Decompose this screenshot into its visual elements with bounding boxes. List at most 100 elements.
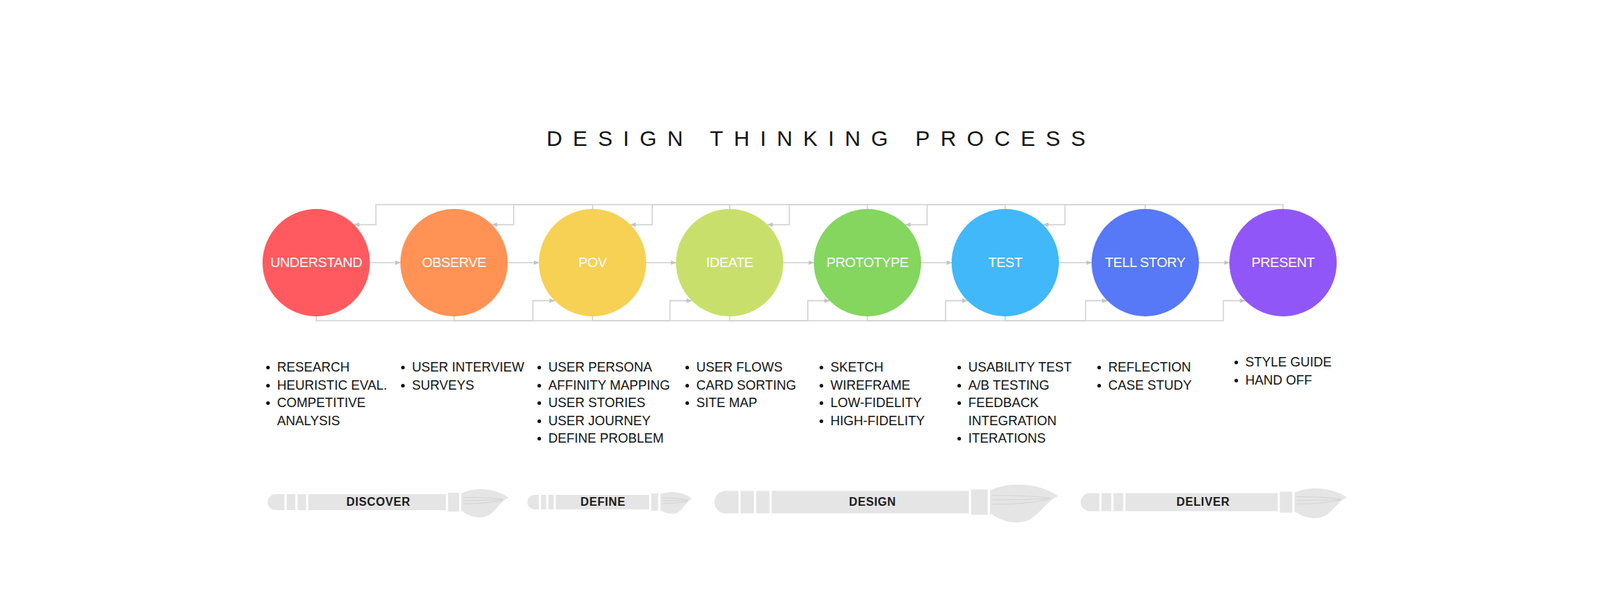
list-item: REFLECTION <box>1097 358 1232 377</box>
circle-fill <box>813 208 922 317</box>
activity-label: DEFINE PROBLEM <box>548 430 664 446</box>
activity-label: REFLECTION <box>1108 359 1191 375</box>
brush-strand <box>463 496 503 499</box>
bullet-dot <box>537 365 542 370</box>
bullet-dot <box>957 401 962 405</box>
list-item: SURVEYS <box>401 376 536 395</box>
brush-ferrule <box>968 489 991 515</box>
bullet-dot <box>685 365 690 370</box>
flow-connector <box>1058 261 1092 264</box>
activity-label: SKETCH <box>830 359 884 375</box>
phase-brush: DEFINE <box>527 490 692 514</box>
activity-label: USER JOURNEY <box>548 413 651 428</box>
activity-list: USABILITY TESTA/B TESTINGFEEDBACK INTEGR… <box>957 358 1088 448</box>
activity-label: HIGH-FIDELITY <box>830 413 925 428</box>
brush-strand <box>1296 499 1342 500</box>
bullet-dot <box>685 383 690 388</box>
step-circle: TEST <box>951 208 1059 317</box>
brush-tip <box>1293 488 1347 518</box>
phase-label: DEFINE <box>580 495 626 509</box>
list-item: CARD SORTING <box>685 376 816 395</box>
step-label: UNDERSTAND <box>270 254 363 271</box>
list-item: USER PERSONA <box>537 358 679 377</box>
step-circle: POV <box>538 208 647 317</box>
list-item: USER JOURNEY <box>537 411 679 431</box>
phase-brush: DELIVER <box>1080 485 1347 518</box>
bullet-dot <box>685 401 690 405</box>
bullet-dot <box>537 419 542 423</box>
activity-label: USER INTERVIEW <box>411 359 525 375</box>
activity-label: STYLE GUIDE <box>1245 354 1332 370</box>
activity-label: CARD SORTING <box>696 377 797 393</box>
brush-ferrule <box>1277 491 1296 513</box>
brush-band <box>538 492 542 512</box>
bullet-dot <box>266 365 270 370</box>
brush-strand <box>992 499 1050 505</box>
brush-band <box>1111 491 1114 514</box>
activity-label: USER FLOWS <box>696 359 783 375</box>
list-item: LOW-FIDELITY <box>819 393 954 412</box>
activity-label: HAND OFF <box>1245 372 1313 388</box>
step-circle: PRESENT <box>1229 208 1337 317</box>
list-item: DEFINE PROBLEM <box>537 429 679 448</box>
bullet-dot <box>819 419 824 423</box>
list-item: ITERATIONS <box>957 429 1088 448</box>
brush-ferrule <box>649 493 661 511</box>
list-item: RESEARCH <box>266 358 397 377</box>
step-label: OBSERVE <box>422 254 487 271</box>
brush-ferrule <box>446 492 463 512</box>
list-item: AFFINITY MAPPING <box>537 376 679 395</box>
step-label: POV <box>578 254 608 271</box>
bullet-dot <box>537 383 542 388</box>
bullet-dot <box>266 383 270 388</box>
brush-strand <box>662 497 689 500</box>
circle-fill <box>1229 208 1337 317</box>
list-item: USER FLOWS <box>685 358 816 377</box>
activity-list: STYLE GUIDE HAND OFF <box>1234 353 1380 389</box>
bullet-dot <box>819 383 824 388</box>
step-label: TELL STORY <box>1105 254 1186 271</box>
brush-band <box>546 492 549 512</box>
activity-label: WIREFRAME <box>830 377 911 393</box>
brush-band <box>1123 491 1126 514</box>
brush-tip <box>659 491 692 514</box>
list-item: FEEDBACK INTEGRATION <box>957 393 1088 430</box>
brush-strand <box>992 498 1050 500</box>
brush-tip <box>989 484 1059 523</box>
phase-label: DELIVER <box>1176 495 1231 509</box>
bullet-dot <box>957 383 962 388</box>
brush-band <box>1277 491 1281 514</box>
brush-strand <box>992 495 1050 498</box>
phase-label: DISCOVER <box>346 495 411 509</box>
brush-strand <box>1296 499 1342 504</box>
circle-fill <box>400 208 508 317</box>
list-item: CASE STUDY <box>1097 376 1232 395</box>
brush-band <box>446 491 449 513</box>
list-item: STYLE GUIDE <box>1234 353 1380 372</box>
brush-strand <box>463 499 503 504</box>
brush-band <box>649 492 652 512</box>
brush-band <box>1099 491 1102 514</box>
flow-connector <box>921 261 952 264</box>
activity-label: ITERATIONS <box>968 430 1046 446</box>
brush-band <box>553 492 556 512</box>
brush-band <box>306 491 309 513</box>
brush-band <box>987 488 991 516</box>
step-label: PRESENT <box>1251 254 1315 271</box>
brush-band <box>1292 491 1295 514</box>
list-item: SITE MAP <box>685 393 816 412</box>
bullet-dot <box>537 401 542 405</box>
diagram-title: DESIGN THINKING PROCESS <box>546 124 1096 153</box>
activity-label: CASE STUDY <box>1108 377 1192 393</box>
circle-fill <box>951 208 1059 317</box>
bullet-dot <box>401 383 405 388</box>
activity-list: REFLECTION CASE STUDY <box>1097 358 1232 394</box>
activity-label: LOW-FIDELITY <box>830 395 922 410</box>
brush-band <box>284 491 287 513</box>
list-item: WIREFRAME <box>819 376 954 395</box>
step-circle: PROTOTYPE <box>813 208 922 317</box>
flow-connector <box>1198 261 1230 264</box>
brush-band <box>769 488 772 516</box>
